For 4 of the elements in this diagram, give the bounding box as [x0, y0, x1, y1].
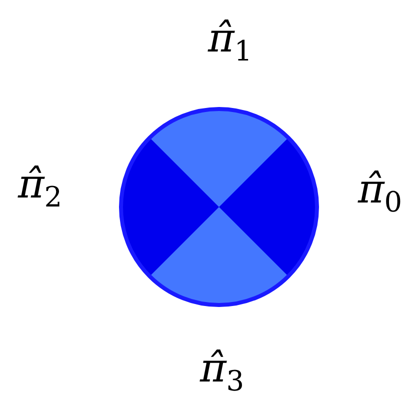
axis-label: π̂$_{2}$ — [18, 164, 62, 212]
axis-label: π̂$_{1}$ — [208, 18, 252, 66]
axis-label: π̂$_{3}$ — [200, 348, 244, 396]
axis-label: π̂$_{0}$ — [358, 170, 402, 216]
